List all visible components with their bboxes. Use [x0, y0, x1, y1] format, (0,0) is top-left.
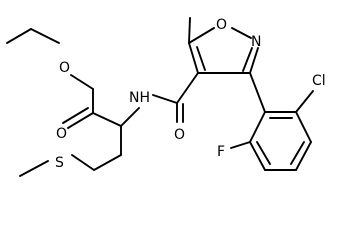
bond-phenyl-3-4-inner — [290, 141, 305, 165]
bond-phenyl-3-4 — [295, 141, 312, 171]
bond-ethyl-ch3-ch2 — [6, 28, 32, 44]
atom-labels: O O NH O O N Cl F S — [55, 17, 326, 171]
atom-isoxazole-oxygen: O — [216, 17, 227, 33]
bond-phenyl-6-1 — [249, 111, 266, 143]
bond-amide-c-ring — [176, 72, 199, 104]
bond-ring-c5-o — [188, 27, 215, 44]
bond-ch2-s — [71, 154, 95, 171]
bond-ester-o-c — [70, 74, 94, 90]
bond-nh-carbonyl — [152, 94, 178, 104]
atom-ester-carbonyl-oxygen: O — [56, 126, 67, 142]
bond-ester-c-o-double-1 — [67, 112, 94, 129]
bond-phenyl-2-3 — [295, 111, 312, 143]
atom-fluorine: F — [217, 144, 225, 160]
bond-phenyl-cl — [295, 90, 314, 113]
atom-ester-oxygen: O — [59, 60, 70, 76]
bond-phenyl-5-6-inner — [256, 141, 271, 165]
bond-ring-c4-c5-inner — [196, 46, 206, 71]
bond-ring-c3-phenyl — [249, 72, 266, 113]
bond-s-ch3 — [19, 160, 49, 177]
atom-amide-nitrogen: NH — [129, 90, 150, 106]
bond-phenyl-5-6 — [249, 141, 266, 171]
bond-ch2-ch2 — [93, 154, 122, 171]
bond-ester-c-o-double-2 — [62, 107, 89, 124]
bond-alpha-nh — [120, 107, 140, 127]
bond-ring-n-c3-inner — [242, 47, 253, 72]
bond-ring-c4-c5-outer — [188, 42, 199, 74]
bond-ring-methyl — [188, 17, 191, 44]
atom-amide-oxygen: O — [174, 127, 185, 143]
atom-chlorine: Cl — [312, 73, 326, 89]
atom-sulfur: S — [55, 155, 64, 171]
bonds — [6, 17, 314, 177]
bond-ring-o-n — [231, 27, 252, 39]
bond-phenyl-f — [230, 141, 251, 149]
bond-ethyl-ch2-o — [30, 28, 60, 44]
atom-isoxazole-nitrogen: N — [251, 34, 261, 50]
bond-ester-c-alpha — [92, 112, 122, 127]
bond-ring-n-c3-outer — [249, 47, 259, 74]
chemical-structure-diagram: O O NH O O N Cl F S — [6, 17, 326, 177]
